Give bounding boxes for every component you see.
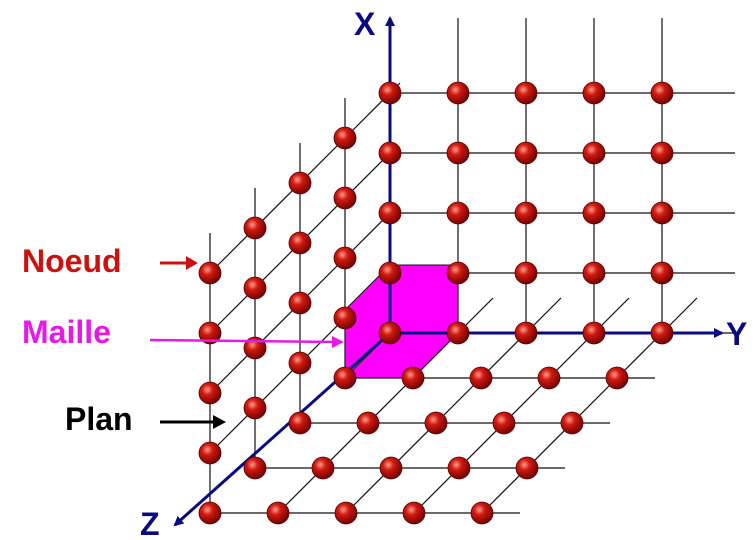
lattice-node [514, 81, 538, 105]
lattice-node [333, 126, 357, 150]
lattice-node [469, 366, 493, 390]
lattice-node [288, 351, 312, 375]
lattice-node [582, 261, 606, 285]
lattice-node [492, 411, 516, 435]
lattice-node [446, 141, 470, 165]
x-axis-label: X [354, 6, 376, 42]
lattice-node [378, 261, 402, 285]
lattice-node [243, 276, 267, 300]
lattice-node [650, 201, 674, 225]
lattice-node [378, 201, 402, 225]
lattice-node [446, 201, 470, 225]
lattice-node [582, 141, 606, 165]
plane-arrowhead [213, 415, 226, 429]
lattice-node [198, 321, 222, 345]
lattice-node [605, 366, 629, 390]
z-axis [173, 331, 391, 527]
lattice-node [537, 366, 561, 390]
lattice-node [288, 291, 312, 315]
cell-arrowhead [332, 336, 344, 348]
lattice-node [402, 501, 426, 525]
lattice-node [288, 231, 312, 255]
y-axis-label: Y [726, 316, 747, 352]
lattice-node [401, 366, 425, 390]
lattice-node [334, 501, 358, 525]
lattice-node [198, 441, 222, 465]
lattice-node [424, 411, 448, 435]
z-axis-label: Z [140, 506, 160, 540]
plane-label: Plan [65, 401, 133, 437]
node-label: Noeud [22, 243, 122, 279]
lattice-node [311, 456, 335, 480]
lattice-node [650, 261, 674, 285]
lattice-node [470, 501, 494, 525]
lattice-node [446, 261, 470, 285]
lattice-node [446, 81, 470, 105]
cell-arrow [149, 338, 339, 344]
lattice-node [356, 411, 380, 435]
lattice-node [333, 366, 357, 390]
lattice-node [582, 81, 606, 105]
lattice-node [333, 246, 357, 270]
lattice-node [378, 141, 402, 165]
lattice-node [514, 261, 538, 285]
node-arrowhead [186, 256, 198, 270]
lattice-node [446, 321, 470, 345]
lattice-node [243, 216, 267, 240]
lattice-node [447, 456, 471, 480]
lattice-node [378, 321, 402, 345]
lattice-node [266, 501, 290, 525]
lattice-node [650, 81, 674, 105]
lattice-node [560, 411, 584, 435]
lattice-node [515, 456, 539, 480]
lattice-node [650, 321, 674, 345]
lattice-node [378, 81, 402, 105]
lattice-node [243, 456, 267, 480]
lattice-node [288, 411, 312, 435]
lattice-node [514, 321, 538, 345]
lattice-node [198, 381, 222, 405]
lattice-node [243, 336, 267, 360]
lattice-node [582, 201, 606, 225]
lattice-node [582, 321, 606, 345]
lattice-node [198, 501, 222, 525]
lattice-node [514, 141, 538, 165]
lattice-nodes [198, 81, 674, 525]
lattice-node [243, 396, 267, 420]
lattice-node [333, 186, 357, 210]
lattice-node [514, 201, 538, 225]
lattice-node [379, 456, 403, 480]
lattice-node [288, 171, 312, 195]
cell-label: Maille [22, 314, 111, 350]
lattice-node [333, 306, 357, 330]
lattice-node [198, 261, 222, 285]
lattice-node [650, 141, 674, 165]
